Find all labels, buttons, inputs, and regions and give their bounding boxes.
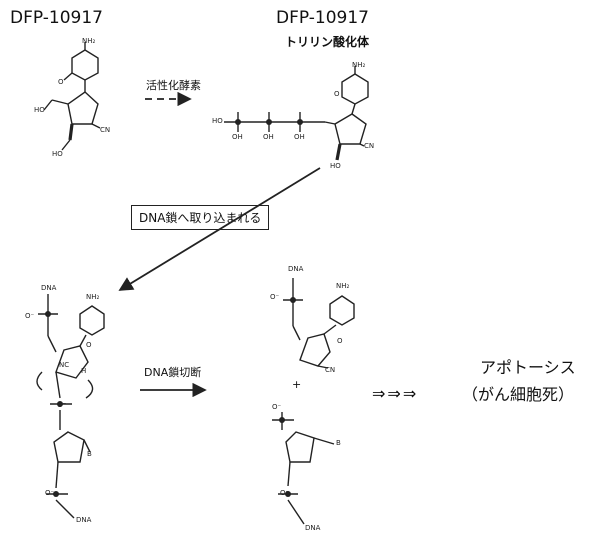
atom-oh-1: OH xyxy=(232,133,243,141)
atom-ominus-6: O⁻ xyxy=(280,489,290,497)
atom-ominus-5: O⁻ xyxy=(272,403,282,411)
atom-dna-2: DNA xyxy=(76,516,92,524)
product-upper xyxy=(283,278,355,369)
atom-nc: NC xyxy=(59,361,70,369)
sugar-ring-1 xyxy=(43,91,101,151)
atom-dna-3: DNA xyxy=(288,265,304,273)
atom-ho-2: HO xyxy=(52,150,63,158)
atom-ominus-1: O⁻ xyxy=(25,312,35,320)
triphosphate-subtitle: トリリン酸化体 xyxy=(285,35,370,49)
atom-o-2: O xyxy=(334,90,340,98)
cytosine-ring-1 xyxy=(63,42,99,92)
atom-nh2-3: NH₂ xyxy=(86,293,100,301)
product-lower xyxy=(272,412,335,525)
atom-cn-2: CN xyxy=(364,142,375,150)
cancer-cell-death-label: （がん細胞死） xyxy=(462,385,575,404)
atom-cn-3: CN xyxy=(325,366,336,374)
atom-b-2: B xyxy=(336,439,341,447)
cytosine-ring-2 xyxy=(341,66,369,115)
atom-ho-3: HO xyxy=(212,117,223,125)
activating-enzyme-label: 活性化酵素 xyxy=(146,79,201,92)
atom-oh-2: OH xyxy=(263,133,274,141)
incorporation-arrow xyxy=(118,167,321,291)
sugar-ring-2 xyxy=(324,113,367,161)
atom-h: H xyxy=(81,367,87,375)
atom-ominus-4: O⁻ xyxy=(270,293,280,301)
atom-dna-1: DNA xyxy=(41,284,57,292)
atom-ho-4: HO xyxy=(330,162,341,170)
dna-strand-left xyxy=(36,294,105,519)
atom-oh-3: OH xyxy=(294,133,305,141)
plus-sign: + xyxy=(292,378,302,391)
atom-nh2-2: NH₂ xyxy=(352,61,366,69)
atom-o-1: O xyxy=(58,78,64,86)
apoptosis-label: アポトーシス xyxy=(480,358,576,377)
atom-nh2-4: NH₂ xyxy=(336,282,350,290)
atom-b-1: B xyxy=(87,450,92,458)
compound-title-left: DFP-10917 xyxy=(10,8,103,28)
atom-o-3: O xyxy=(86,341,92,349)
atom-ho-1: HO xyxy=(34,106,45,114)
atom-cn-1: CN xyxy=(100,126,111,134)
triple-arrow: ⇒⇒⇒ xyxy=(372,384,419,403)
atom-dna-4: DNA xyxy=(305,524,321,532)
atom-nh2-1: NH₂ xyxy=(82,37,96,45)
triphosphate-chain xyxy=(224,112,325,132)
dna-cleavage-label: DNA鎖切断 xyxy=(144,366,202,379)
atom-o-4: O xyxy=(337,337,343,345)
atom-ominus-3: O⁻ xyxy=(45,489,55,497)
compound-title-right: DFP-10917 xyxy=(276,8,369,28)
